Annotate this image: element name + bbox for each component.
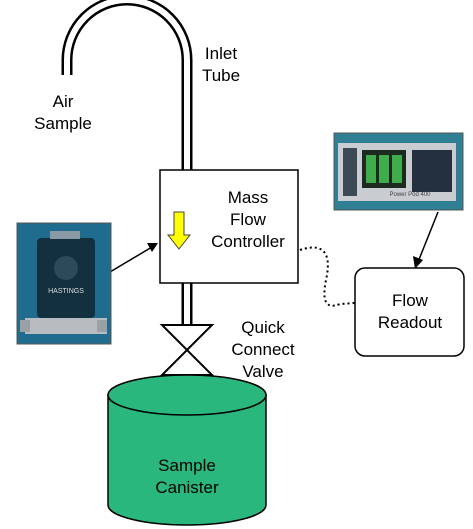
readout-brand-text: Power Pod 400 <box>389 192 431 198</box>
sample-canister <box>107 374 267 526</box>
label-quick-connect-valve: Quick Connect Valve <box>231 318 295 381</box>
label-flow-readout: Flow Readout <box>377 291 443 332</box>
label-sample-canister: Sample Canister <box>155 456 219 497</box>
readout-device-photo: Power Pod 400 <box>333 132 464 211</box>
mfc-brand-text: HASTINGS <box>48 288 84 295</box>
inlet-tube <box>61 0 193 170</box>
signal-cable <box>299 246 356 307</box>
label-inlet-tube: Inlet Tube <box>201 44 241 85</box>
mfc-device-photo: HASTINGS <box>16 222 112 345</box>
flow-readout-box <box>354 267 465 357</box>
label-mass-flow-controller: Mass Flow Controller <box>211 188 285 251</box>
valve-icon <box>159 324 215 376</box>
mfc-photo-arrow <box>109 243 158 273</box>
label-air-sample: Air Sample <box>34 92 92 133</box>
readout-photo-arrow <box>413 211 439 269</box>
down-arrow-icon <box>166 211 192 250</box>
